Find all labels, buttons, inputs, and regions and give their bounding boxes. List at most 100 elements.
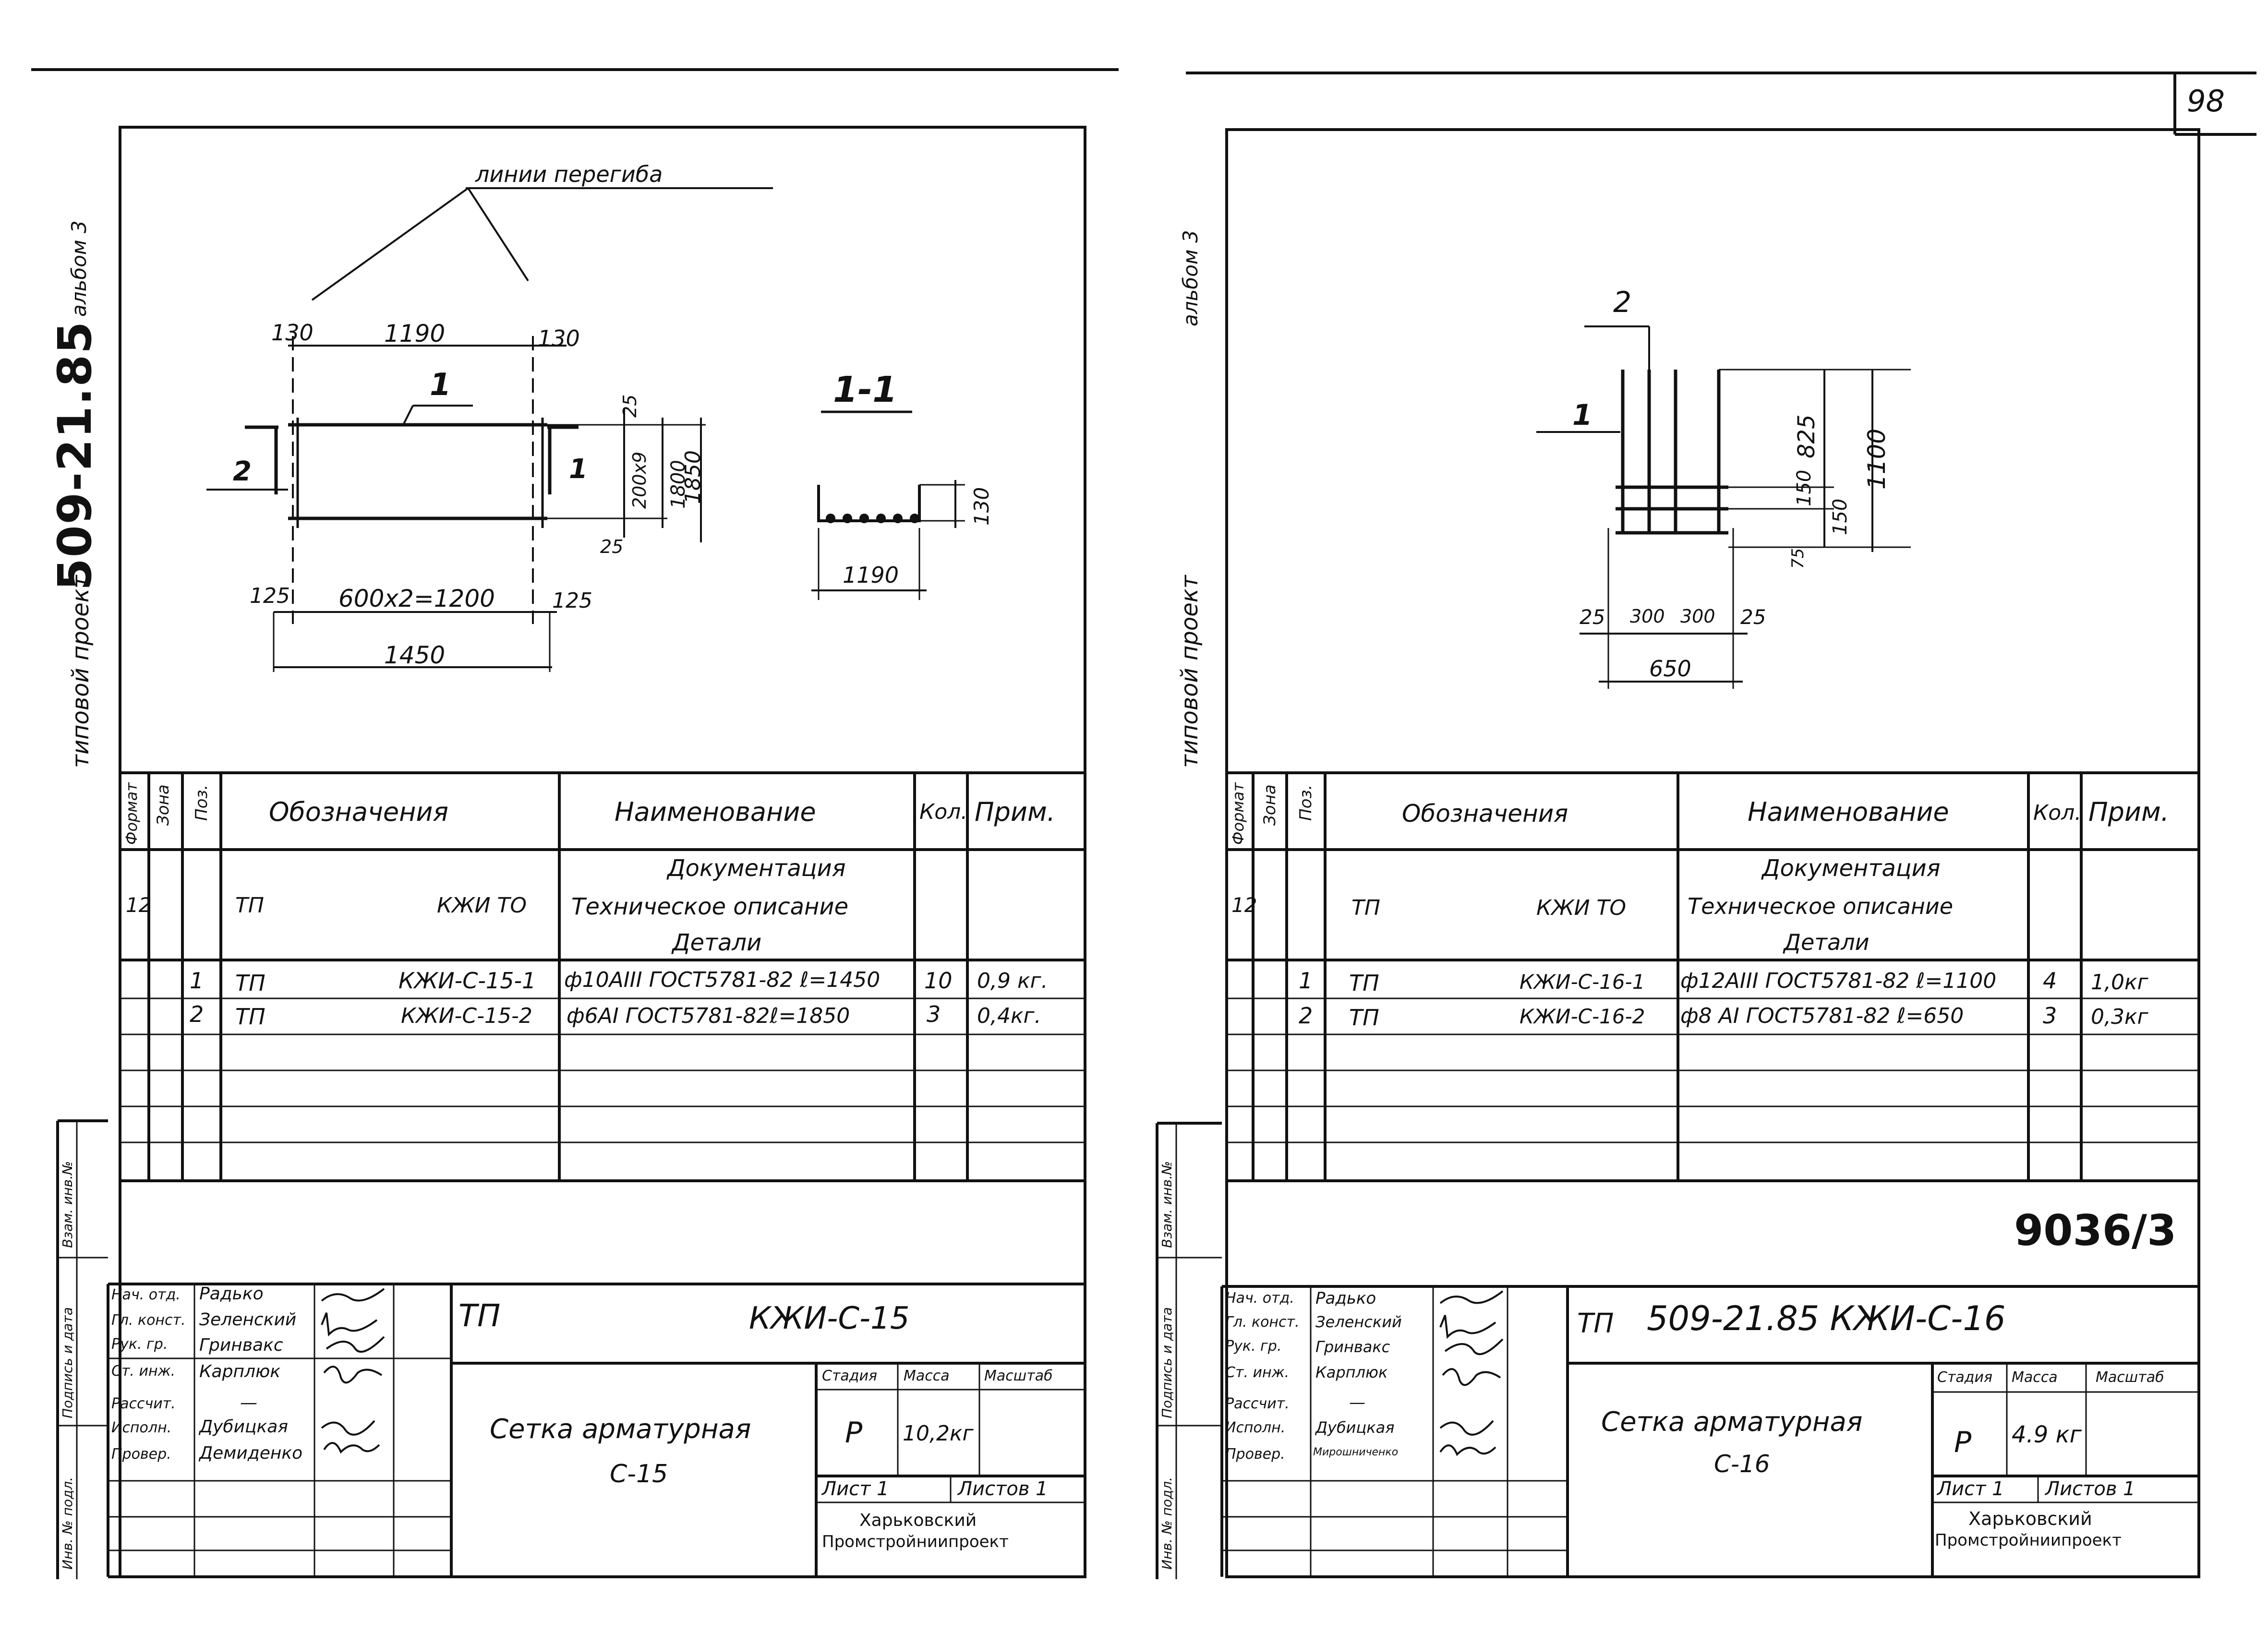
name-engineer: Карплюк — [1315, 1363, 1388, 1381]
org-name-1: Харьковский — [1968, 1508, 2092, 1529]
doc-code: 509-21.85 КЖИ-С-16 — [1647, 1299, 2006, 1338]
row-name: ф6АI ГОСТ5781-82ℓ=1850 — [567, 1004, 850, 1028]
role-head: Нач. отд. — [111, 1286, 181, 1303]
dim-bottom-300a: 300 — [1630, 606, 1665, 627]
dim-bottom-25b: 25 — [1740, 605, 1766, 629]
row-des-right: КЖИ-С-15-1 — [398, 968, 536, 994]
row-note: 1,0кг — [2091, 970, 2148, 995]
row-des-left: ТП — [1349, 970, 1379, 996]
spec-doc-name-3: Детали — [1784, 929, 1870, 955]
row-des-right: КЖИ-С-16-1 — [1520, 970, 1645, 994]
spec-doc-name-2: Техническое описание — [571, 893, 849, 920]
org-name-2: Промстройниипроект — [822, 1532, 1009, 1551]
row-des-right: КЖИ-С-15-2 — [401, 1004, 532, 1028]
spec-doc-name-3: Детали — [672, 929, 762, 956]
page-number: 98 — [2187, 84, 2225, 119]
spec-doc-format: 12 — [126, 893, 152, 917]
bend-lines-callout: линии перегиба — [475, 161, 663, 187]
row-des-left: ТП — [1349, 1005, 1379, 1031]
scale-label: Масштаб — [984, 1368, 1053, 1384]
role-group: Рук. гр. — [111, 1336, 168, 1353]
spec-header-name: Наименование — [1748, 797, 1949, 827]
row-pos: 1 — [190, 968, 204, 994]
spec-doc-name-1: Документация — [1762, 855, 1941, 882]
dim-bottom-middle: 600х2=1200 — [338, 585, 495, 612]
row-name: ф12АIII ГОСТ5781-82 ℓ=1100 — [1680, 969, 1997, 993]
dim-bottom-300b: 300 — [1680, 606, 1715, 627]
mark-pos-1: 1 — [1572, 398, 1592, 432]
doc-code: КЖИ-С-15 — [749, 1301, 910, 1336]
row-note: 0,4кг. — [977, 1004, 1041, 1028]
row-pos: 2 — [1299, 1003, 1313, 1029]
stage-label: Стадия — [1937, 1369, 1993, 1386]
role-chief: Гл. конст. — [111, 1312, 186, 1329]
spec-header-name: Наименование — [615, 797, 816, 827]
spec-doc-des-left: ТП — [235, 893, 264, 918]
mass-label: Масса — [2012, 1369, 2058, 1386]
sheets-total: Листов 1 — [2045, 1478, 2135, 1500]
row-des-right: КЖИ-С-16-2 — [1520, 1005, 1645, 1028]
role-chief: Гл. конст. — [1225, 1314, 1300, 1331]
name-chief: Зеленский — [1315, 1313, 1402, 1331]
archive-number: 9036/3 — [2014, 1206, 2177, 1255]
role-calc: Рассчит. — [111, 1395, 176, 1412]
name-head: Радько — [1315, 1289, 1376, 1308]
row-qty: 3 — [927, 1001, 941, 1027]
dim-total: 1450 — [384, 641, 446, 669]
dim-top-middle: 1190 — [384, 320, 446, 348]
name-engineer: Карплюк — [199, 1362, 281, 1381]
row-note: 0,3кг — [2091, 1005, 2148, 1029]
name-exec: Дубицкая — [1315, 1418, 1395, 1437]
row-qty: 3 — [2043, 1003, 2057, 1029]
dim-top-left: 130 — [271, 320, 314, 346]
sheet-title: Сетка арматурная — [1601, 1406, 1863, 1438]
sheet-number: Лист 1 — [1937, 1478, 2004, 1500]
mass-value: 10,2кг — [903, 1421, 974, 1446]
row-pos: 1 — [1299, 968, 1313, 994]
spec-doc-format: 12 — [1231, 893, 1257, 917]
mass-label: Масса — [904, 1368, 950, 1384]
sheet-number: Лист 1 — [822, 1478, 889, 1500]
dim-total: 650 — [1649, 656, 1691, 682]
spec-doc-des-right: КЖИ ТО — [1536, 896, 1627, 920]
section-dim-width: 1190 — [843, 562, 899, 588]
role-check: Провер. — [1225, 1446, 1285, 1463]
name-calc: — — [240, 1393, 257, 1413]
mark-pos-2: 2 — [1613, 286, 1632, 319]
role-check: Провер. — [111, 1446, 171, 1463]
mark-pos-1: 1 — [430, 367, 451, 403]
org-name-1: Харьковский — [859, 1511, 977, 1530]
doc-prefix: ТП — [458, 1298, 501, 1334]
sheet-title-mark: С-16 — [1714, 1450, 1770, 1478]
name-head: Радько — [199, 1284, 264, 1304]
role-head: Нач. отд. — [1225, 1290, 1294, 1307]
mark-pos-2: 2 — [233, 456, 252, 487]
stage-value: Р — [845, 1416, 863, 1450]
mark-section-right: 1 — [569, 454, 588, 485]
spec-header-designation: Обозначения — [1402, 800, 1568, 828]
spec-header-note: Прим. — [975, 797, 1055, 827]
row-name: ф10АIII ГОСТ5781-82 ℓ=1450 — [564, 968, 881, 992]
dim-right-bottom: 25 — [600, 536, 624, 557]
row-des-left: ТП — [235, 1004, 265, 1030]
role-group: Рук. гр. — [1225, 1338, 1282, 1355]
sheet-title-mark: С-15 — [610, 1460, 668, 1488]
scale-label: Масштаб — [2096, 1369, 2164, 1386]
row-note: 0,9 кг. — [977, 969, 1048, 993]
name-exec: Дубицкая — [199, 1417, 288, 1437]
sheets-total: Листов 1 — [958, 1478, 1048, 1500]
name-group: Гринвакс — [1315, 1338, 1390, 1356]
spec-header-qty: Кол. — [919, 800, 968, 824]
dim-bottom-right: 125 — [552, 588, 592, 613]
sheet-title: Сетка арматурная — [490, 1414, 751, 1445]
row-pos: 2 — [190, 1001, 204, 1027]
role-exec: Исполн. — [1225, 1419, 1286, 1436]
role-calc: Рассчит. — [1225, 1395, 1290, 1412]
name-check: Демиденко — [199, 1443, 303, 1463]
section-label: 1-1 — [833, 369, 897, 410]
role-engineer: Ст. инж. — [111, 1363, 176, 1380]
doc-prefix: ТП — [1577, 1308, 1614, 1339]
